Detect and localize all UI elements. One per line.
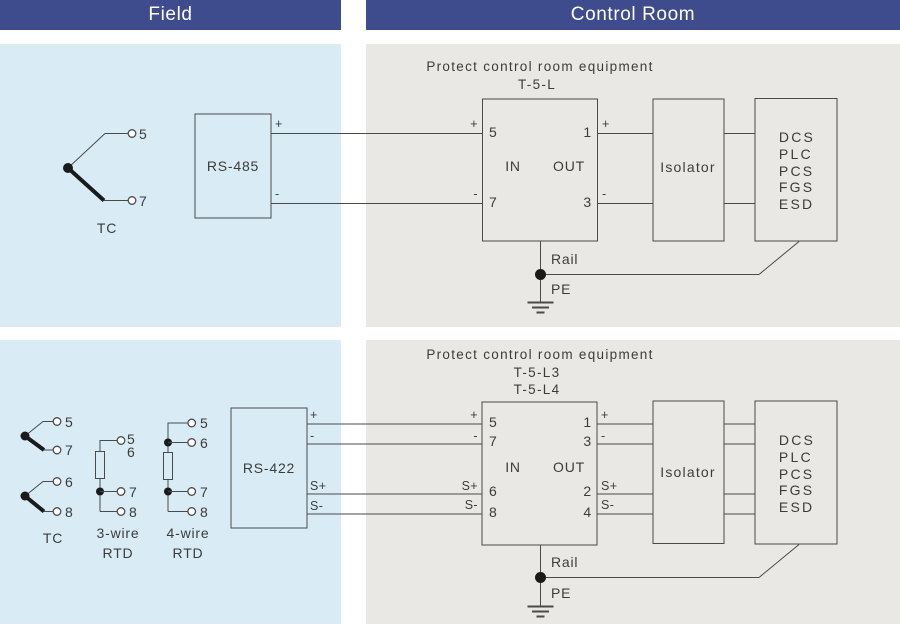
spd-in-terminal: 8 [489, 503, 498, 520]
system-label: ESD [778, 499, 815, 516]
spd-in-terminal: 7 [489, 194, 498, 210]
rtd-terminal-label: 6 [200, 434, 209, 451]
system-label: FGS [778, 179, 815, 196]
system-label: ESD [778, 196, 815, 213]
spd-in-label: IN [505, 459, 521, 475]
pe-label: PE [551, 584, 572, 601]
polarity-label: + [470, 408, 478, 422]
polarity-label: + [601, 408, 609, 422]
tc-caption: TC [96, 220, 118, 236]
polarity-label: + [310, 408, 318, 422]
rtd-terminal-label: 7 [200, 483, 209, 500]
rtd-terminal-label: 7 [129, 483, 138, 500]
rtd-terminal-label: 5 [127, 430, 136, 447]
field-header-label: Field [148, 4, 193, 25]
pe-label: PE [551, 281, 572, 297]
tc-terminal-label: 7 [65, 442, 74, 458]
tc-terminal-label: 7 [139, 192, 148, 209]
control-panel-top [366, 44, 900, 327]
spd-out-label: OUT [553, 459, 585, 475]
tc-terminal-label: 6 [65, 473, 74, 490]
rtd3-caption: RTD [102, 544, 134, 561]
spd-in-terminal: 5 [489, 413, 498, 430]
rtd-terminal-label: 5 [200, 415, 209, 431]
polarity-label: + [275, 117, 283, 131]
spd-out-terminal: 2 [583, 482, 592, 499]
polarity-label: - [310, 429, 315, 443]
rtd-terminal-label: 6 [127, 444, 136, 460]
system-label: PLC [778, 145, 813, 162]
protect-title-bottom: Protect control room equipment [426, 347, 654, 362]
polarity-label: - [473, 187, 478, 201]
tc-caption: TC [42, 529, 64, 546]
spd-in-terminal: 7 [489, 432, 498, 449]
rtd3-caption: 3-wire [96, 525, 140, 541]
spd-out-label: OUT [553, 158, 585, 174]
isolator-label: Isolator [660, 464, 716, 480]
rtd-terminal-label: 8 [129, 503, 138, 520]
spd-in-terminal: 5 [489, 124, 498, 140]
rtd-terminal-label: 8 [200, 503, 209, 520]
polarity-label: + [602, 117, 610, 131]
spd-in-label: IN [505, 158, 521, 174]
spd-in-terminal: 6 [489, 482, 498, 499]
control-room-header: Control Room [366, 0, 900, 30]
polarity-label: - [601, 429, 606, 443]
polarity-label: S+ [310, 478, 327, 493]
protect-title-top: Protect control room equipment [426, 59, 654, 74]
model-label: T-5-L [517, 77, 557, 92]
polarity-label: - [602, 187, 607, 201]
system-label: PCS [778, 162, 815, 179]
polarity-label: S- [464, 498, 478, 512]
field-panel-top [0, 44, 341, 327]
spd-out-terminal: 4 [583, 503, 592, 520]
system-label: FGS [778, 482, 815, 499]
control-room-header-label: Control Room [570, 4, 696, 25]
polarity-label: S- [601, 498, 615, 512]
systems-list: DCS PLC PCS FGS ESD [779, 129, 815, 213]
rail-label: Rail [551, 251, 579, 267]
model-label: T-5-L4 [513, 382, 561, 397]
spd-out-terminal: 1 [583, 124, 592, 140]
control-panel-bottom [366, 340, 900, 624]
polarity-label: S+ [601, 478, 618, 493]
system-label: PLC [778, 448, 813, 465]
polarity-label: S- [310, 498, 324, 513]
system-label: DCS [778, 432, 816, 449]
field-header: Field [0, 0, 341, 30]
rs485-label: RS-485 [206, 158, 260, 174]
tc-terminal-label: 5 [139, 125, 148, 142]
polarity-label: + [470, 117, 478, 131]
isolator-label: Isolator [660, 159, 716, 175]
system-label: PCS [778, 465, 815, 482]
tc-terminal-label: 8 [65, 503, 74, 520]
rail-label: Rail [551, 554, 579, 570]
polarity-label: - [473, 429, 478, 443]
tc-terminal-label: 5 [65, 413, 74, 430]
rtd4-caption: RTD [172, 544, 204, 561]
model-label: T-5-L3 [513, 365, 561, 380]
spd-out-terminal: 3 [583, 432, 592, 449]
polarity-label: S+ [461, 478, 478, 493]
rs422-label: RS-422 [242, 460, 296, 476]
spd-out-terminal: 3 [583, 194, 592, 210]
rtd4-caption: 4-wire [166, 525, 210, 541]
system-label: DCS [778, 129, 816, 146]
polarity-label: - [275, 187, 280, 201]
systems-list: DCS PLC PCS FGS ESD [779, 432, 815, 516]
spd-out-terminal: 1 [583, 413, 592, 430]
field-panel-bottom [0, 340, 341, 624]
